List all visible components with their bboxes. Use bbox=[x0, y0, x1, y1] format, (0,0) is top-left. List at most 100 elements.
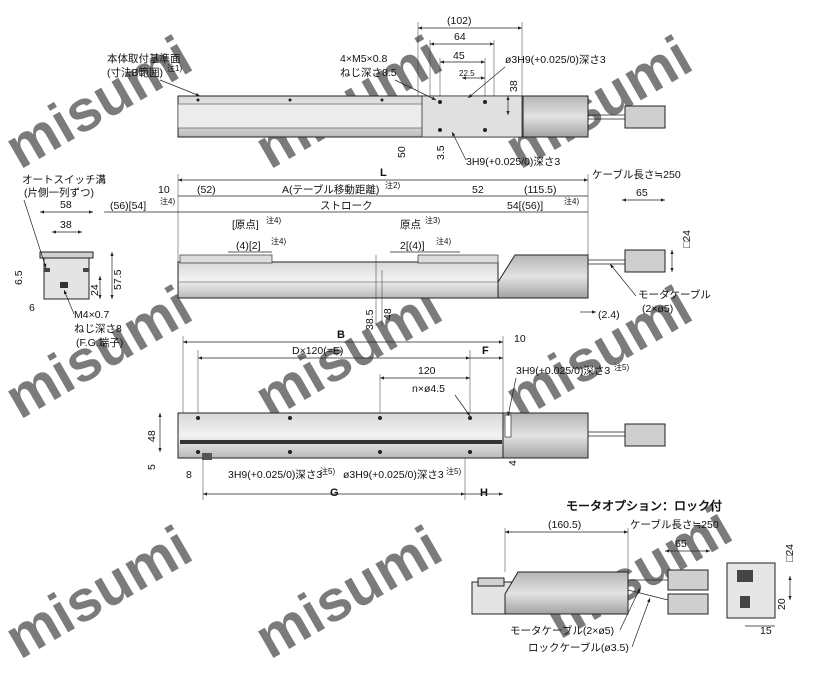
dim-20: 20 bbox=[776, 598, 788, 610]
motor-body bbox=[497, 254, 589, 299]
dim-38-5: 38.5 bbox=[364, 309, 376, 330]
table-hole bbox=[483, 128, 487, 132]
motor-option-view: モータオプション：ロック付 (160.5) ケーブル長さ≒250 65 □24 … bbox=[471, 498, 796, 654]
label-motor-cable: モータケーブル(2×ø5) bbox=[510, 624, 614, 637]
label-hole-top: ø3H9(+0.025/0)深さ3 bbox=[505, 54, 606, 66]
dim-10: 10 bbox=[514, 333, 526, 345]
dim-48: 48 bbox=[146, 430, 158, 442]
motor-body bbox=[522, 95, 589, 138]
label-hole-right-note: 注5) bbox=[614, 362, 629, 372]
dim-115-5: (115.5) bbox=[524, 184, 557, 196]
dim-22-5: 22.5 bbox=[459, 69, 475, 78]
watermark: misumi bbox=[244, 513, 452, 671]
dim-57-5: 57.5 bbox=[112, 269, 124, 290]
cable-line bbox=[627, 589, 669, 601]
mount-hole bbox=[196, 98, 200, 102]
watermark: misumi bbox=[0, 23, 202, 181]
table-plate bbox=[179, 254, 273, 264]
label-mount-range: (寸法B範囲) bbox=[107, 66, 163, 79]
table-hole bbox=[438, 128, 442, 132]
label-lock-cable: ロックケーブル(ø3.5) bbox=[528, 641, 629, 654]
motor-option-title: モータオプション：ロック付 bbox=[566, 498, 722, 513]
switch-groove bbox=[44, 268, 50, 272]
dim-8: 8 bbox=[186, 469, 192, 481]
dim-56-54-note: 注4) bbox=[160, 196, 175, 206]
slider-table bbox=[421, 95, 523, 138]
dim-6-5: 6.5 bbox=[13, 270, 25, 285]
dim-L: L bbox=[380, 167, 387, 179]
dim-F: F bbox=[482, 345, 489, 357]
table-hole bbox=[483, 100, 487, 104]
stub-detail bbox=[477, 577, 505, 587]
bottom-hole bbox=[468, 416, 472, 420]
label-hole-bottom-mid: ø3H9(+0.025/0)深さ3 bbox=[343, 469, 444, 481]
bottom-hole bbox=[288, 416, 292, 420]
label-screw: 4×M5×0.8 bbox=[340, 53, 387, 65]
connector-pins bbox=[737, 570, 753, 582]
label-hole-right: 3H9(+0.025/0)深さ3 bbox=[516, 365, 610, 377]
label-origin-note: 注3) bbox=[425, 215, 440, 225]
dim-160-5: (160.5) bbox=[548, 519, 581, 531]
dim-120: 120 bbox=[418, 365, 436, 377]
label-screw: M4×0.7 bbox=[74, 309, 109, 321]
bottom-hole bbox=[196, 416, 200, 420]
dim-52-left: (52) bbox=[197, 184, 216, 196]
pin-slot bbox=[504, 414, 512, 438]
label-hole-bottom: 3H9(+0.025/0)深さ3 bbox=[466, 156, 560, 168]
dim-2-4: 2[(4)] bbox=[400, 240, 425, 252]
bottom-hole bbox=[378, 450, 382, 454]
bottom-view: B D×120(=E) F 10 120 n×ø4.5 3H9(+0.025/0… bbox=[146, 329, 666, 500]
mount-hole bbox=[380, 98, 384, 102]
side-view: L 10 (52) A(テーブル移動距離) 注2) 52 (115.5) (56… bbox=[104, 167, 711, 330]
connector bbox=[624, 249, 666, 273]
actuator-body bbox=[177, 412, 504, 459]
dim-38: 38 bbox=[508, 80, 520, 92]
dim-5: 5 bbox=[146, 464, 158, 470]
end-top-plate bbox=[39, 251, 94, 259]
pin-block bbox=[202, 453, 212, 460]
bottom-slot bbox=[180, 440, 502, 444]
dim-6: 6 bbox=[29, 302, 35, 314]
actuator-body bbox=[177, 261, 499, 299]
label-switch-groove-sub: (片側一列ずつ) bbox=[24, 186, 94, 199]
label-cable-length: ケーブル長さ≒250 bbox=[630, 518, 719, 531]
table-plate bbox=[417, 254, 499, 264]
dim-sq24: □24 bbox=[784, 544, 796, 562]
dim-48: 48 bbox=[382, 308, 394, 320]
lock-motor-body bbox=[504, 571, 629, 615]
bottom-hole bbox=[468, 450, 472, 454]
connector bbox=[667, 593, 709, 615]
dim-H: H bbox=[480, 487, 488, 499]
label-mount-surface: 本体取付基準面 bbox=[107, 52, 181, 65]
dim-4-2: (4)[2] bbox=[236, 240, 261, 252]
label-origin-bracket: [原点] bbox=[232, 219, 259, 231]
dim-A: A(テーブル移動距離) bbox=[282, 183, 379, 196]
watermark: misumi bbox=[0, 513, 202, 671]
watermark: misumi bbox=[0, 273, 202, 431]
dim-G: G bbox=[330, 487, 339, 499]
label-holes: n×ø4.5 bbox=[412, 383, 445, 395]
dim-B: B bbox=[337, 329, 345, 341]
label-switch-groove: オートスイッチ溝 bbox=[22, 173, 106, 186]
dim-64: 64 bbox=[454, 31, 466, 43]
connector bbox=[624, 423, 666, 447]
dim-56-54: (56)[54] bbox=[110, 200, 146, 212]
dim-10: 10 bbox=[158, 184, 170, 196]
dim-4: 4 bbox=[507, 460, 519, 466]
dim-2-4-note: 注4) bbox=[436, 236, 451, 246]
table-hole bbox=[438, 100, 442, 104]
connector bbox=[624, 105, 666, 129]
bottom-hole bbox=[288, 450, 292, 454]
label-hole-bottom-mid-note: 注5) bbox=[446, 466, 461, 476]
label-hole-bottom-left-note: 注5) bbox=[320, 466, 335, 476]
label-screw-depth: ねじ深さ8.5 bbox=[340, 67, 397, 79]
switch-groove bbox=[83, 268, 89, 272]
label-hole-bottom-left: 3H9(+0.025/0)深さ3 bbox=[228, 469, 322, 481]
motor-body bbox=[502, 412, 589, 459]
dim-54-56: 54[(56)] bbox=[507, 200, 543, 212]
dim-65: 65 bbox=[675, 538, 687, 550]
dim-15: 15 bbox=[760, 625, 772, 637]
end-view: オートスイッチ溝 (片側一列ずつ) 58 38 24 57.5 6.5 6 M4… bbox=[13, 173, 124, 349]
top-view: (102) 64 45 22.5 38 50 3.5 本体取付基準面 (寸法B範… bbox=[107, 15, 666, 168]
